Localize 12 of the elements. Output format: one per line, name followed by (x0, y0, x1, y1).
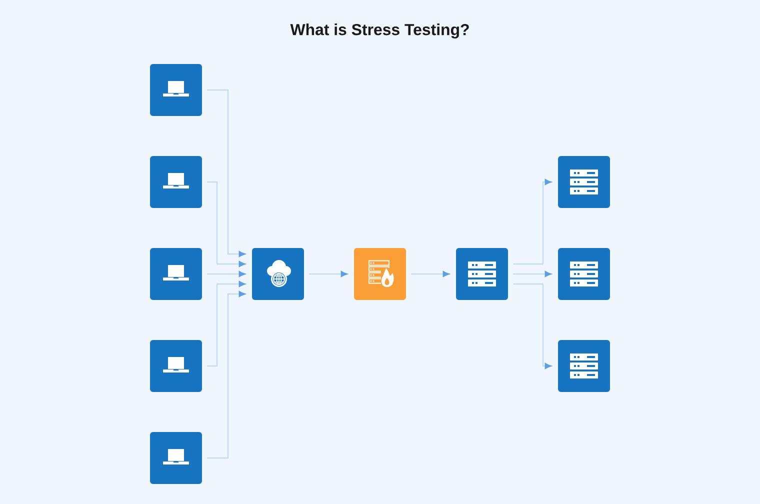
arrow (513, 271, 552, 277)
arrow (309, 271, 348, 277)
arrow (207, 181, 246, 267)
arrow (513, 179, 552, 265)
arrow (207, 89, 246, 257)
arrow (207, 281, 246, 367)
icon-tile (150, 432, 202, 484)
arrow (207, 291, 246, 459)
arrow (207, 271, 246, 277)
title: What is Stress Testing? (290, 24, 469, 38)
arrow (411, 271, 450, 277)
arrow (513, 283, 552, 369)
